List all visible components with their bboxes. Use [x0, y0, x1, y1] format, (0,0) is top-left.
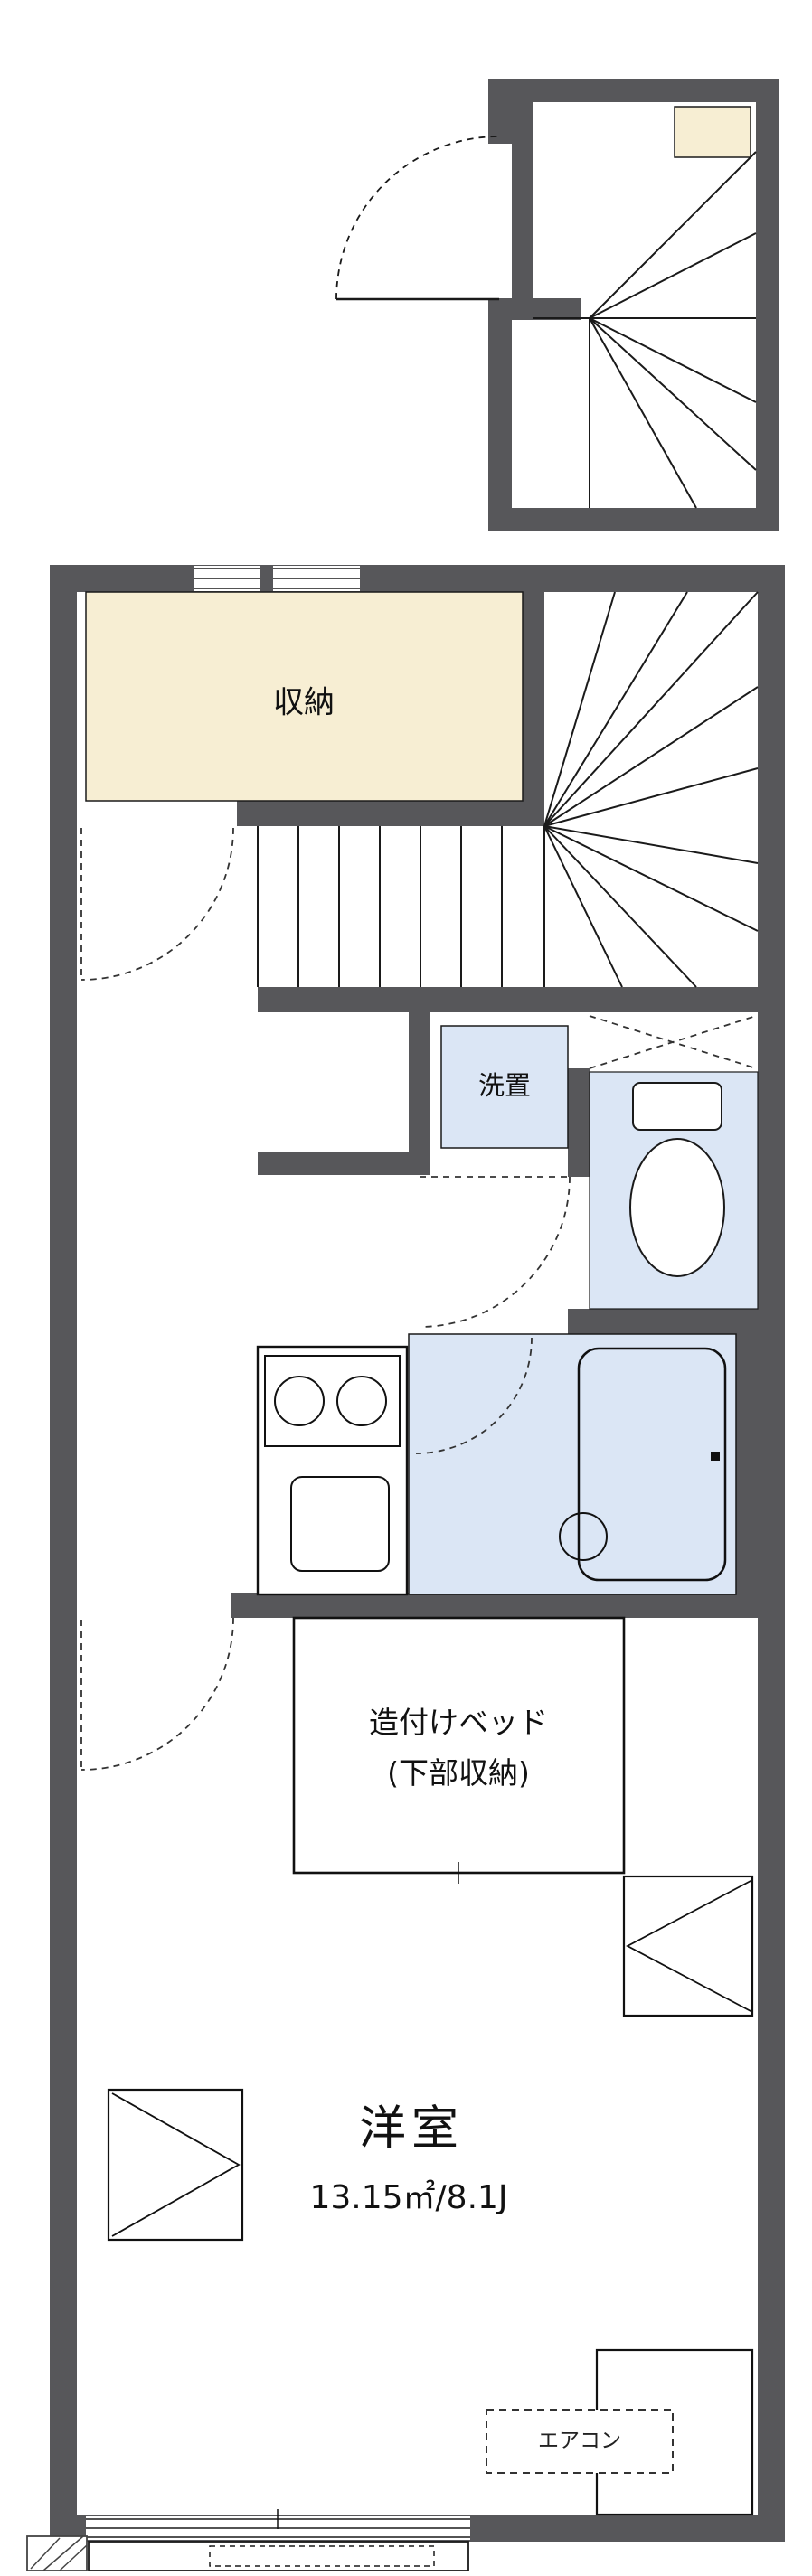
main-floor — [26, 565, 785, 2571]
closet-area — [85, 591, 524, 802]
divider-hatch — [59, 2544, 88, 2571]
room-name-label: 洋室 — [358, 2101, 465, 2157]
bath-door-arc — [415, 1337, 533, 1454]
stair-line — [589, 317, 757, 471]
entrance-door — [335, 136, 500, 301]
door-swings — [80, 827, 757, 1771]
balcony-dashed-area — [209, 2545, 435, 2567]
divider-hatch — [42, 2535, 84, 2571]
winder-spoke — [543, 825, 759, 864]
staircase — [257, 591, 759, 988]
bed-label-line1: 造付けベッド — [369, 1704, 548, 1740]
winder-spoke — [543, 825, 759, 932]
wall — [237, 801, 544, 826]
stair-line — [589, 317, 757, 403]
symbol-diagonals — [111, 2092, 241, 2237]
toilet-tank — [632, 1082, 722, 1131]
wall — [258, 1152, 430, 1175]
bath-floor — [408, 1333, 737, 1595]
bed-outline — [292, 1616, 626, 1875]
wall — [488, 79, 512, 144]
wall — [488, 79, 779, 102]
wall — [512, 298, 581, 320]
symbol-box — [107, 2088, 244, 2242]
door-swing-arc — [335, 136, 500, 300]
wall — [409, 1012, 430, 1175]
symbol-diagonals — [626, 1879, 753, 2013]
aircon-box — [486, 2409, 674, 2474]
stairwell-landing — [674, 106, 751, 158]
wall — [488, 508, 779, 531]
room-size-label: 13.15㎡/8.1J — [309, 2179, 508, 2217]
door-swing-arc — [419, 1176, 571, 1328]
door-swing-arc — [80, 827, 234, 981]
stove-burner — [336, 1376, 387, 1426]
wall — [736, 1334, 758, 1594]
bath-faucet — [711, 1452, 720, 1461]
stair-line — [589, 151, 757, 319]
wall — [488, 298, 512, 531]
toilet-room — [589, 1071, 759, 1310]
window-symbol-left — [107, 2088, 244, 2242]
stair-line — [589, 232, 757, 319]
washer-space — [440, 1025, 569, 1149]
entrance-stairwell — [335, 79, 779, 531]
bathroom — [408, 1333, 737, 1595]
wall — [258, 987, 758, 1012]
bathtub — [577, 1347, 727, 1582]
aircon-label: エアコン — [538, 2429, 621, 2453]
divider-hatch — [30, 2537, 61, 2570]
built-in-bed — [292, 1616, 626, 1884]
wall — [568, 1068, 590, 1177]
wall — [512, 102, 533, 300]
interior-walls — [231, 592, 758, 1618]
toilet-bowl — [629, 1138, 725, 1277]
closet-label: 収納 — [273, 684, 335, 721]
kitchen-unit — [256, 1345, 409, 1596]
symbol-box — [622, 1875, 754, 2017]
winder-spoke — [543, 825, 697, 988]
stairwell-walls — [488, 79, 779, 531]
door-swing-arc — [80, 1617, 234, 1771]
winder-spoke — [543, 591, 688, 827]
window-symbol-right — [622, 1875, 754, 2017]
winder-spoke — [543, 591, 616, 827]
winder-spoke — [543, 686, 759, 827]
stair-line — [589, 317, 697, 509]
bath-drain — [559, 1512, 608, 1561]
balcony-divider — [26, 2535, 88, 2571]
wall — [231, 1593, 758, 1618]
wall — [756, 79, 779, 531]
wall — [50, 565, 77, 2542]
winder-spoke — [543, 825, 623, 988]
winder-spoke — [543, 767, 759, 827]
washer-label: 洗置 — [477, 1070, 532, 1102]
window-frames — [194, 568, 360, 589]
winder-spoke — [543, 591, 759, 827]
stove-burner — [274, 1376, 325, 1426]
kitchen-sink — [290, 1476, 390, 1572]
bottom-window — [86, 2509, 470, 2540]
bed-label-line2: (下部収納) — [387, 1754, 530, 1791]
hatch-cross — [589, 1015, 757, 1069]
wall — [758, 565, 785, 2542]
top-windows — [194, 566, 360, 591]
balcony — [88, 2541, 469, 2571]
wall — [50, 565, 785, 592]
wall — [568, 1309, 758, 1334]
winder-stairs-upper — [533, 151, 757, 509]
wall — [523, 592, 544, 826]
